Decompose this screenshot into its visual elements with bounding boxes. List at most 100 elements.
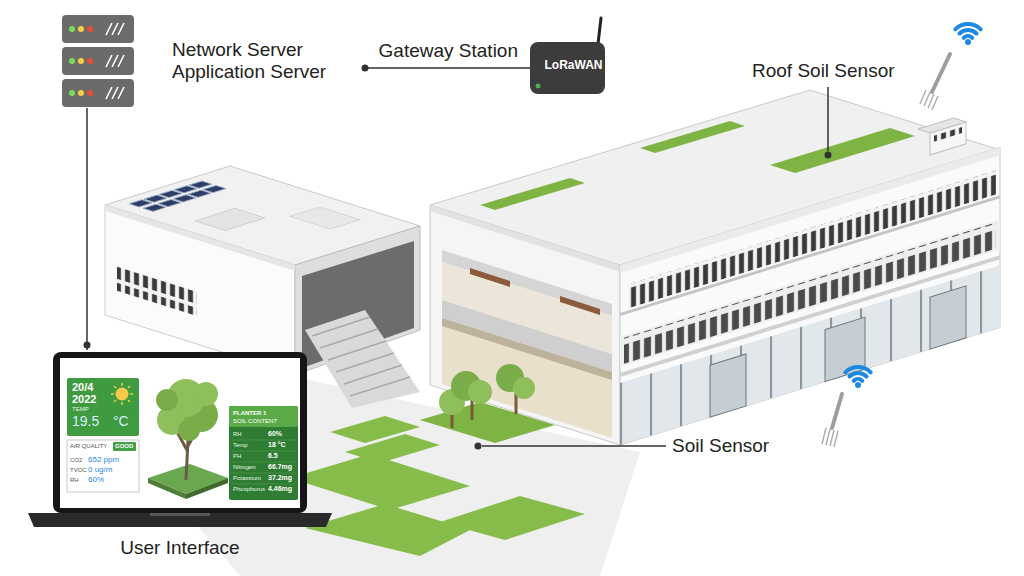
server-node-shape [87,58,93,64]
left-wing [189,181,212,188]
server-node-shape [62,15,134,43]
reading-name: Potassium [233,475,261,482]
laptop-node-shape [53,352,307,513]
wifi-signal [854,379,862,381]
laptop-node-shape [231,440,296,484]
server-node-shape [106,23,124,99]
wifi-signal [855,382,861,388]
reading-name: RH [70,477,79,484]
left-wing [117,267,197,316]
front-facade [930,286,966,349]
left-wing [105,205,295,347]
server-label: Network Server Application Server [172,39,357,83]
courtyard-face [560,296,600,315]
widget-caption: AIR QUALITY [70,443,107,450]
leader-line [475,87,832,450]
laptop-node-shape [116,388,129,401]
left-wing [290,207,360,229]
left-wing [173,195,196,202]
lawn [440,496,585,540]
leader-line [475,443,482,450]
left-wing [305,310,420,408]
laptop-node-shape [186,478,228,499]
gateway-node-shape [530,18,605,94]
wifi-signal [850,373,867,377]
server-node-shape [78,90,84,96]
gateway-node: Gateway StationLoRaWAN [530,40,617,95]
courtyard-face [442,318,612,380]
reading-name: PH [233,453,241,460]
laptop-node-shape [28,352,332,527]
sensor-probe [832,394,842,428]
trees [513,377,535,399]
laptop-node-shape [156,389,178,411]
front-facade [620,147,1000,445]
laptop-node-shape [111,383,133,405]
reading-value: 652 ppm [88,455,119,464]
roof [640,121,745,153]
gateway-node-shape [536,84,541,89]
temperature-value: 19.5 [72,413,99,429]
server-node-shape [69,58,75,64]
laptop-node-shape [35,350,325,530]
laptop-node-shape [60,358,300,508]
connector-dot [84,342,91,349]
left-wing [203,185,226,192]
left-wing [174,186,197,193]
sensor-probe [932,54,950,92]
connector-dot [362,65,369,72]
trees [439,364,535,428]
left-wing [195,208,265,230]
widget-caption: SOIL CONTENT [233,418,277,425]
left-wing [158,199,181,206]
lawn [290,454,470,510]
lawn [305,504,470,556]
laptop-node-shape [178,419,200,441]
reading-value: 0 ug/m [88,465,112,474]
laptop-node-shape [67,440,139,492]
server-node-shape [87,90,93,96]
server-node-shape [78,26,84,32]
laptop-node-shape [28,513,332,527]
trees [468,380,492,404]
wifi-signal [965,39,971,45]
laptop-node-shape [150,513,210,516]
laptop-node-shape [67,378,139,436]
reading-name: Phosphorus [233,486,265,493]
reading-name: CO2 [70,457,82,464]
roof [770,128,915,173]
date-value: 20/4 [72,381,93,394]
left-wing [143,204,166,211]
widget-caption: TEMP [72,406,89,413]
connector-line [362,65,531,72]
status-badge: GOOD [115,443,133,450]
laptop-label: User Interface [35,537,325,559]
roof [480,178,585,210]
leader-line [482,445,666,447]
connector-line [84,108,91,350]
left-wing [188,190,211,197]
front-facade [710,354,746,417]
left-wing [159,190,182,197]
server-node-shape [69,90,75,96]
laptop-node-shape [113,442,136,451]
sensor-label: Roof Soil Sensor [752,60,895,82]
reading-value: 6.5 [268,452,278,460]
courtyard-face [470,268,510,287]
laptop-node-shape [148,478,186,499]
sensor-probe [822,428,838,447]
wifi-signal [964,36,972,38]
left-wing [129,200,152,207]
wifi-signal [960,30,977,34]
roof [918,118,966,133]
server-node-shape [69,26,75,32]
server-node: Network Server Application Server [60,12,363,108]
laptop-node-shape [229,406,298,500]
reading-value: 4.46mg [268,485,292,493]
reading-value: 60% [88,475,104,484]
connector-line [86,108,88,350]
gateway-label: Gateway Station [379,40,518,62]
server-node-shape [62,47,134,75]
